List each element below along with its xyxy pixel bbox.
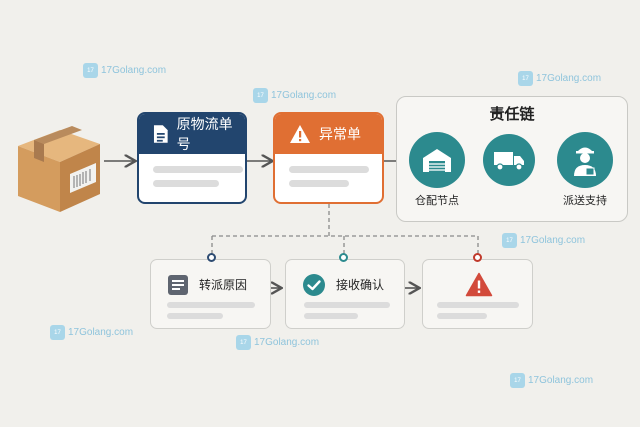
- branch-pin: [473, 253, 482, 262]
- branch-pin: [339, 253, 348, 262]
- logistics-number-title: 原物流单号: [176, 117, 233, 153]
- placeholder-line: [289, 166, 369, 173]
- placeholder-line: [304, 302, 390, 308]
- exception-card: 异常单: [273, 112, 384, 204]
- placeholder-line: [437, 302, 519, 308]
- responsibility-chain-title: 责任链: [489, 105, 535, 123]
- watermark-logo-icon: 17: [502, 233, 517, 248]
- watermark-logo-icon: 17: [510, 373, 525, 388]
- dashed-branch: [211, 204, 479, 254]
- branch-pin: [207, 253, 216, 262]
- watermark-logo-icon: 17: [518, 71, 533, 86]
- warehouse-node-label: 仓配节点: [415, 194, 459, 207]
- exception-alert-card: [422, 259, 533, 329]
- document-icon: [168, 275, 188, 295]
- placeholder-line: [153, 166, 243, 173]
- warning-icon: [290, 125, 310, 143]
- truck-icon: [494, 152, 524, 171]
- placeholder-line: [153, 180, 219, 187]
- responsibility-chain-panel: 责任链 仓配节点 派送支持: [396, 96, 628, 222]
- watermark-logo-icon: 17: [50, 325, 65, 340]
- truck-node: [483, 134, 535, 186]
- placeholder-line: [437, 313, 487, 319]
- reassign-reason-card: 转派原因: [150, 259, 271, 329]
- watermark-logo-icon: 17: [83, 63, 98, 78]
- watermark-logo-icon: 17: [236, 335, 251, 350]
- placeholder-line: [289, 180, 349, 187]
- reassign-reason-title: 转派原因: [199, 278, 248, 292]
- placeholder-line: [167, 302, 255, 308]
- warehouse-icon: [423, 149, 451, 172]
- document-icon: [153, 125, 168, 143]
- placeholder-line: [167, 313, 223, 319]
- exception-card-header: 异常单: [275, 114, 382, 154]
- check-icon: [303, 274, 325, 296]
- placeholder-line: [304, 313, 358, 319]
- courier-node-label: 派送支持: [563, 194, 607, 207]
- courier-icon: [574, 147, 596, 176]
- warehouse-node: [409, 132, 465, 188]
- warning-icon: [465, 272, 493, 297]
- exception-title: 异常单: [319, 127, 361, 143]
- receipt-confirm-card: 接收确认: [285, 259, 405, 329]
- logistics-number-card-header: 原物流单号: [139, 114, 245, 154]
- receipt-confirm-title: 接收确认: [336, 278, 385, 292]
- logistics-number-card: 原物流单号: [137, 112, 247, 204]
- package-box-icon: [18, 126, 100, 212]
- watermark-logo-icon: 17: [253, 88, 268, 103]
- courier-node: [557, 132, 613, 188]
